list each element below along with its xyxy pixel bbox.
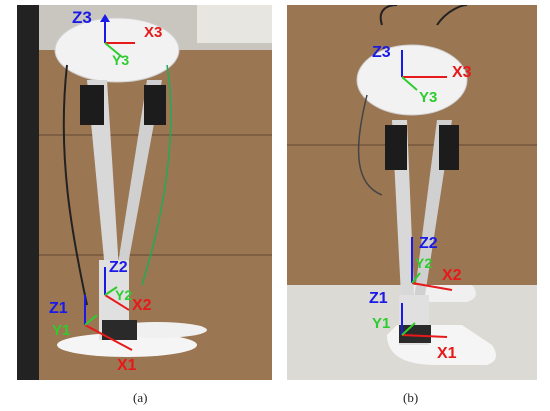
caption-a: (a) xyxy=(133,390,148,405)
motor-left xyxy=(385,125,407,170)
robot-leg-right xyxy=(117,80,162,270)
x3-label: X3 xyxy=(144,24,162,41)
cable xyxy=(62,64,88,306)
y2-label: Y2 xyxy=(415,255,432,271)
x2-axis-arrow xyxy=(104,294,130,311)
y3-axis-arrow xyxy=(401,76,418,91)
z2-label: Z2 xyxy=(419,235,438,252)
robot-photo-a: Z3 X3 Y3 Z2 X2 Y2 Z1 X1 Y1 xyxy=(17,5,272,380)
robot-photo-b: Z3 X3 Y3 Z2 X2 Y2 Z1 X1 Y1 xyxy=(287,5,537,380)
y1-label: Y1 xyxy=(52,322,70,339)
z3-arrowhead xyxy=(100,14,110,22)
ankle-mechanism xyxy=(102,320,137,340)
robot-leg-left xyxy=(87,80,119,270)
motor-right xyxy=(144,85,166,125)
poster xyxy=(197,5,272,43)
cable xyxy=(141,64,172,286)
y2-label: Y2 xyxy=(115,287,132,303)
motor-left xyxy=(80,85,104,125)
z1-label: Z1 xyxy=(49,300,68,317)
x1-label: X1 xyxy=(117,357,137,374)
motor-right xyxy=(439,125,459,170)
z3-label: Z3 xyxy=(372,44,391,61)
floor-plate xyxy=(57,333,197,357)
robot-base-platform xyxy=(356,44,468,116)
cable xyxy=(436,5,468,26)
x3-label: X3 xyxy=(452,64,472,81)
y3-label: Y3 xyxy=(112,52,129,68)
black-pole xyxy=(17,5,39,380)
y1-axis-arrow xyxy=(84,314,98,326)
y1-axis-arrow xyxy=(401,322,416,336)
x1-axis-arrow xyxy=(401,334,448,338)
photo-panel-a: Z3 X3 Y3 Z2 X2 Y2 Z1 X1 Y1 xyxy=(17,5,272,380)
y2-axis-arrow xyxy=(104,286,118,296)
x2-label: X2 xyxy=(442,267,462,284)
x1-axis-arrow xyxy=(84,324,133,351)
y2-axis-arrow xyxy=(411,272,421,284)
cable xyxy=(379,5,398,26)
x1-label: X1 xyxy=(437,345,457,362)
y3-label: Y3 xyxy=(419,89,437,106)
y1-label: Y1 xyxy=(372,315,390,332)
caption-b: (b) xyxy=(403,390,419,405)
x2-axis-arrow xyxy=(411,282,453,291)
robot-base-platform xyxy=(54,17,180,83)
z3-label: Z3 xyxy=(72,8,92,27)
photo-panel-b: Z3 X3 Y3 Z2 X2 Y2 Z1 X1 Y1 xyxy=(287,5,537,380)
cable xyxy=(357,94,383,196)
y3-axis-arrow xyxy=(104,42,123,58)
z1-label: Z1 xyxy=(369,290,388,307)
x2-label: X2 xyxy=(132,297,152,314)
z2-label: Z2 xyxy=(109,259,128,276)
